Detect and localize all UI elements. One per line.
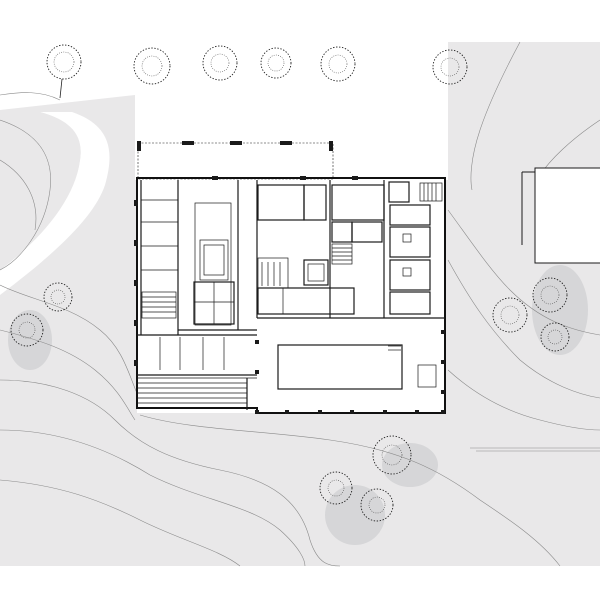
courtyard	[277, 344, 437, 390]
building	[134, 141, 446, 414]
pool	[277, 344, 403, 390]
tree-shadows	[8, 265, 588, 545]
north-canopy	[137, 142, 334, 180]
central-west-block	[178, 180, 257, 331]
tree-icon	[260, 47, 292, 79]
tree-icon	[432, 49, 468, 85]
tree-icon	[360, 488, 394, 522]
contour-lines	[0, 41, 600, 567]
tree-icon	[540, 322, 570, 352]
stair-icon	[332, 247, 352, 261]
north-east-rooms	[331, 180, 443, 318]
tree-icon	[43, 282, 73, 312]
pool-step	[417, 364, 437, 388]
trees	[10, 44, 570, 522]
tree-icon	[492, 297, 528, 333]
stair-icon	[142, 296, 176, 313]
tree-icon	[319, 471, 353, 505]
column-mark	[137, 141, 333, 151]
column-mark	[134, 176, 445, 414]
tree-icon	[133, 47, 171, 85]
tree-icon	[532, 277, 568, 313]
tree-icon	[202, 45, 238, 81]
tree-icon	[320, 46, 356, 82]
stair-icon	[261, 262, 281, 286]
tree-icon	[46, 44, 82, 99]
central-core	[256, 180, 355, 318]
site-ground	[0, 42, 600, 566]
stair-icon	[423, 183, 437, 201]
west-rooms	[140, 180, 179, 335]
south-west-rooms	[137, 334, 257, 410]
tree-icon	[10, 313, 44, 347]
tree-icon	[372, 435, 412, 475]
neighbor-building	[521, 167, 600, 264]
